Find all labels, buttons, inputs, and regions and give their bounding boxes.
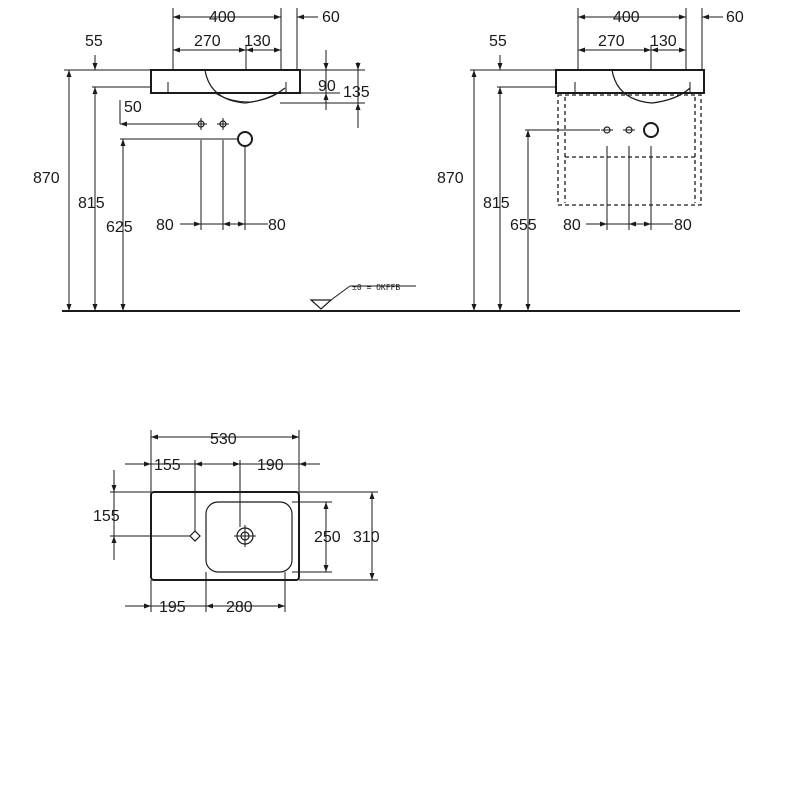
dim-spacing-right: 80	[268, 217, 286, 234]
floor-label: ±0 = OKFFB	[352, 283, 400, 292]
dim-rim-depth: 90	[318, 78, 336, 95]
dim-overall-width: 400	[209, 9, 236, 26]
dim-tap-offset-y: 155	[93, 508, 120, 525]
front-view-wall-mount: 400 60 270 130 55 90 135 50 870 815 6	[33, 8, 370, 311]
dim-tap-offset-x: 155	[154, 457, 181, 474]
floor-line: ±0 = OKFFB	[62, 283, 740, 312]
front-view-cabinet: 400 60 270 130 55 870 815 655 80 80	[437, 8, 744, 311]
dim-total-height: 870	[437, 170, 464, 187]
dim-rim-height: 815	[78, 195, 105, 212]
drain-symbol	[234, 525, 256, 547]
dim-right-part: 130	[244, 33, 271, 50]
dim-left-part: 270	[598, 33, 625, 50]
dim-overall-depth: 310	[353, 529, 380, 546]
dim-left-edge: 55	[489, 33, 507, 50]
dim-bowl-depth: 135	[343, 84, 370, 101]
tap-connections	[601, 122, 659, 138]
dim-bowl-depth: 250	[314, 529, 341, 546]
dim-spacing-right: 80	[674, 217, 692, 234]
dim-left-part: 270	[194, 33, 221, 50]
dim-outlet-height: 625	[106, 219, 133, 236]
dim-offset-right: 60	[726, 9, 744, 26]
dim-offset-right: 60	[322, 9, 340, 26]
dim-spacing-left: 80	[563, 217, 581, 234]
dim-bowl-width: 280	[226, 599, 253, 616]
dim-tap-offset: 50	[124, 99, 142, 116]
drain-outlet	[237, 131, 253, 147]
basin-bowl	[204, 69, 286, 104]
top-view: 530 155 190 155 250 310 195 280	[93, 430, 380, 616]
dim-right-part: 130	[650, 33, 677, 50]
basin-outline	[555, 69, 705, 94]
dim-spacing-left: 80	[156, 217, 174, 234]
dim-overall-width: 530	[210, 431, 237, 448]
dim-bowl-offset: 190	[257, 457, 284, 474]
drain-outlet	[643, 122, 659, 138]
dim-left-to-bowl: 195	[159, 599, 186, 616]
tap-hole-symbol	[110, 530, 201, 542]
dim-left-edge: 55	[85, 33, 103, 50]
dim-overall-width: 400	[613, 9, 640, 26]
basin-bowl	[611, 69, 691, 104]
floor-level-marker	[309, 299, 333, 310]
bowl-outline	[205, 501, 293, 573]
dim-outlet-height: 655	[510, 217, 537, 234]
basin-outline	[150, 69, 301, 94]
dim-rim-height: 815	[483, 195, 510, 212]
dim-total-height: 870	[33, 170, 60, 187]
